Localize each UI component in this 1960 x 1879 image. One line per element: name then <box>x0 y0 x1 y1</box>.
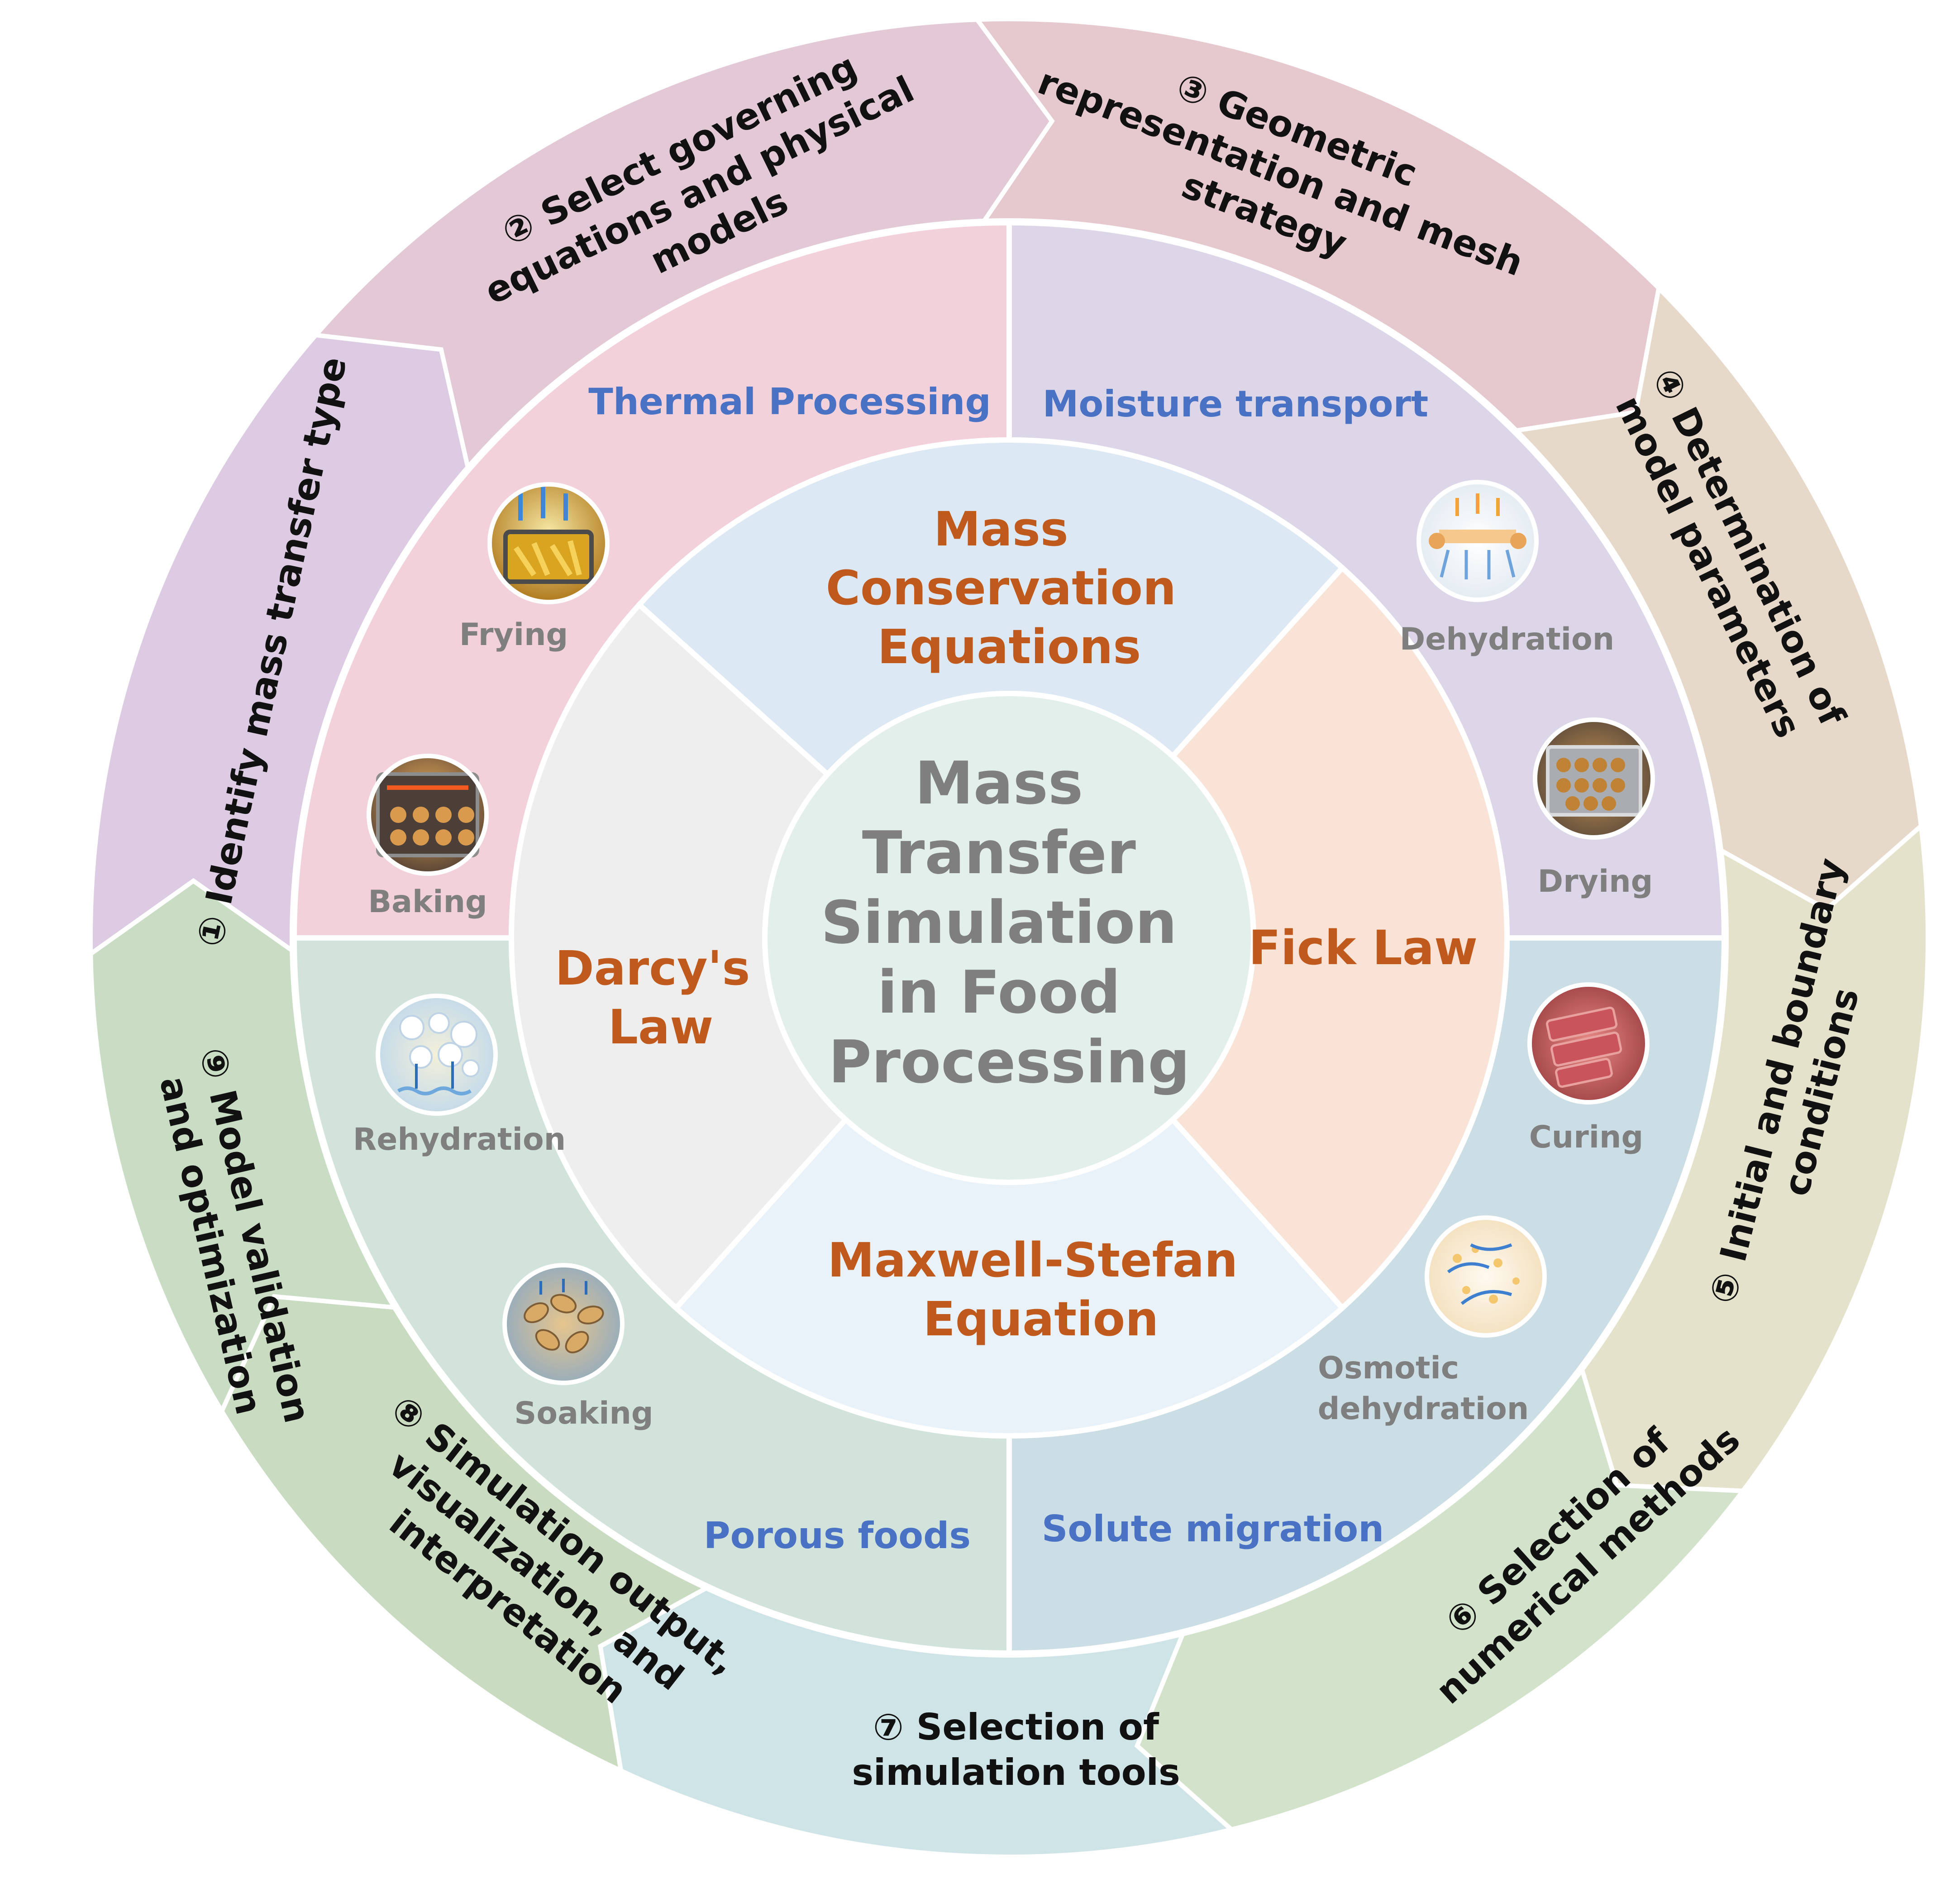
process-steps-ring <box>88 16 1930 1859</box>
baking-label: Baking <box>368 884 487 920</box>
darcys-law-label: Darcy's Law <box>555 941 766 1055</box>
mass-conservation-label: Mass Conservation Equations <box>826 502 1193 674</box>
soaking-label: Soaking <box>514 1396 653 1431</box>
center-title-line-3: Simulation <box>821 888 1177 957</box>
category-moisture-transport: Moisture transport <box>1043 383 1429 425</box>
curing-picture-icon <box>1527 982 1650 1104</box>
maxwell-stefan-label: Maxwell-Stefan Equation <box>828 1233 1254 1347</box>
center-title-line-4: in Food <box>877 958 1121 1027</box>
osmotic-dehydration-picture-icon <box>1425 1215 1547 1338</box>
center-title-line-1: Mass <box>915 749 1083 818</box>
dehydration-picture-icon <box>1416 480 1539 602</box>
rehydration-picture-icon <box>376 994 498 1116</box>
center-title-line-2: Transfer <box>862 818 1136 887</box>
center-circle <box>762 691 1256 1185</box>
category-porous-foods: Porous foods <box>704 1515 971 1557</box>
frying-picture-icon <box>487 482 610 604</box>
rehydration-label: Rehydration <box>353 1122 566 1157</box>
category-solute-migration: Solute migration <box>1042 1508 1384 1550</box>
equation-sectors <box>509 437 1510 1439</box>
drying-label: Drying <box>1538 864 1653 899</box>
frying-label: Frying <box>459 617 568 653</box>
drying-picture-icon <box>1533 717 1655 840</box>
fick-law-label: Fick Law <box>1249 920 1478 975</box>
dehydration-label: Dehydration <box>1400 622 1614 657</box>
center-title-line-5: Processing <box>829 1028 1190 1096</box>
center-title: Mass Transfer Simulation in Food Process… <box>821 749 1197 1096</box>
osmotic-dehydration-label: Osmotic dehydration <box>1318 1350 1529 1427</box>
soaking-picture-icon <box>502 1263 625 1385</box>
curing-label: Curing <box>1529 1119 1643 1155</box>
baking-picture-icon <box>367 754 489 876</box>
category-thermal-processing: Thermal Processing <box>588 381 991 423</box>
